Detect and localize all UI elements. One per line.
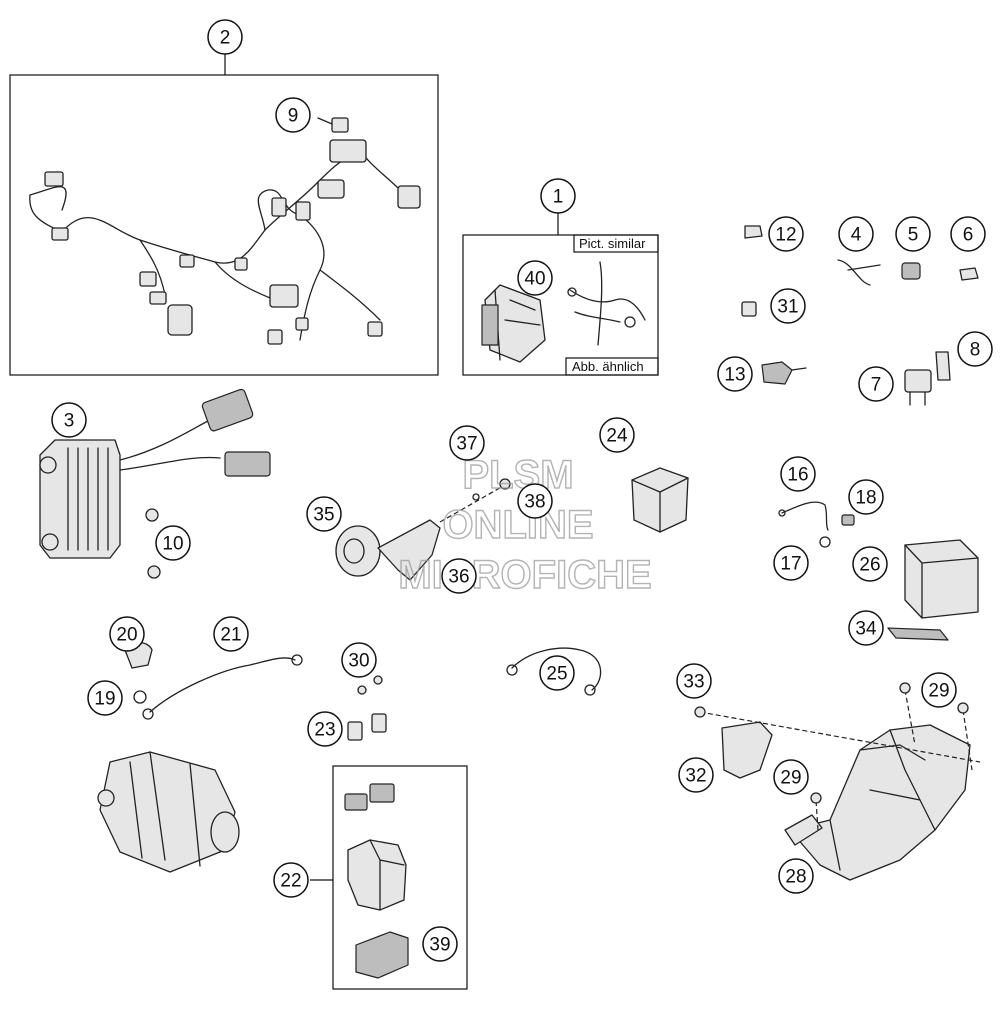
callout-32: 32 [678, 757, 714, 793]
callout-40: 40 [517, 260, 553, 296]
callout-29: 29 [921, 672, 957, 708]
callout-39: 39 [422, 926, 458, 962]
callout-label: 32 [685, 766, 706, 787]
callout-label: 25 [546, 664, 567, 685]
callout-12: 12 [768, 216, 804, 252]
horn-part [335, 478, 511, 581]
callout-37: 37 [449, 425, 485, 461]
callout-5: 5 [895, 216, 931, 252]
callout-2: 2 [207, 19, 243, 55]
callout-9: 9 [275, 97, 311, 133]
watermark: PLSM ONLINE MICROFICHE [398, 452, 653, 597]
callout-label: 19 [94, 689, 115, 710]
small-parts-right [741, 225, 979, 641]
watermark-line2: ONLINE [442, 503, 593, 547]
callout-label: 2 [220, 28, 231, 49]
callout-label: 28 [785, 867, 806, 888]
callout-20: 20 [109, 616, 145, 652]
callout-31: 31 [770, 288, 806, 324]
callout-18: 18 [848, 479, 884, 515]
watermark-line1: PLSM [462, 453, 573, 497]
callout-label: 3 [64, 411, 75, 432]
callout-label: 39 [429, 935, 450, 956]
starter-motor-part [97, 751, 240, 873]
callout-3: 3 [51, 402, 87, 438]
callout-33: 33 [676, 663, 712, 699]
callout-label: 9 [288, 106, 299, 127]
callout-label: 21 [220, 625, 241, 646]
callout-13: 13 [717, 356, 753, 392]
callout-label: 23 [314, 720, 335, 741]
callout-34: 34 [848, 610, 884, 646]
callout-35: 35 [306, 496, 342, 532]
callout-28: 28 [778, 858, 814, 894]
callout-36: 36 [441, 558, 477, 594]
callout-label: 20 [116, 625, 137, 646]
callout-24: 24 [599, 417, 635, 453]
callout-label: 13 [724, 365, 745, 386]
callout-label: 18 [855, 488, 876, 509]
callout-label: 30 [348, 651, 369, 672]
harness-bracket-group: Pict. similar Abb. ähnlich [462, 213, 659, 376]
callout-6: 6 [950, 216, 986, 252]
callout-label: 6 [963, 225, 974, 246]
watermark-line3: MICROFICHE [398, 553, 651, 597]
callout-7: 7 [858, 366, 894, 402]
callout-label: 38 [524, 492, 545, 513]
starter-relay-group [310, 765, 468, 990]
callout-16: 16 [780, 456, 816, 492]
callout-label: 29 [780, 768, 801, 789]
callout-label: 17 [780, 554, 801, 575]
voltage-regulator-part [39, 388, 271, 579]
callout-10: 10 [155, 525, 191, 561]
callout-8: 8 [957, 331, 993, 367]
callout-22: 22 [273, 862, 309, 898]
callout-label: 29 [928, 681, 949, 702]
callout-label: 35 [313, 505, 334, 526]
callout-label: 40 [524, 269, 545, 290]
callout-label: 22 [280, 871, 301, 892]
callout-label: 34 [855, 619, 877, 640]
callout-label: 10 [162, 534, 183, 555]
callout-4: 4 [838, 216, 874, 252]
callout-label: 5 [908, 225, 919, 246]
callout-29: 29 [773, 759, 809, 795]
callout-label: 37 [456, 434, 477, 455]
callout-label: 8 [970, 340, 981, 361]
callout-label: 7 [871, 375, 882, 396]
callout-30: 30 [341, 642, 377, 678]
callout-label: 33 [683, 672, 704, 693]
battery-holder-part [694, 682, 981, 881]
callout-38: 38 [517, 483, 553, 519]
callout-label: 1 [553, 187, 564, 208]
callout-label: 24 [606, 426, 628, 447]
callout-21: 21 [213, 616, 249, 652]
wiring-harness-group [9, 54, 439, 376]
callout-label: 16 [787, 465, 808, 486]
relay-box-part [631, 467, 689, 533]
callout-label: 31 [777, 297, 798, 318]
callout-1: 1 [540, 178, 576, 214]
callout-26: 26 [852, 546, 888, 582]
callout-label: 36 [448, 567, 469, 588]
callout-19: 19 [87, 680, 123, 716]
abb-aehnlich-note: Abb. ähnlich [572, 359, 644, 374]
callout-label: 4 [851, 225, 862, 246]
callout-label: 26 [859, 555, 880, 576]
callout-23: 23 [307, 711, 343, 747]
pict-similar-note: Pict. similar [579, 236, 646, 251]
callout-label: 12 [775, 225, 796, 246]
callout-25: 25 [539, 655, 575, 691]
callout-17: 17 [773, 545, 809, 581]
